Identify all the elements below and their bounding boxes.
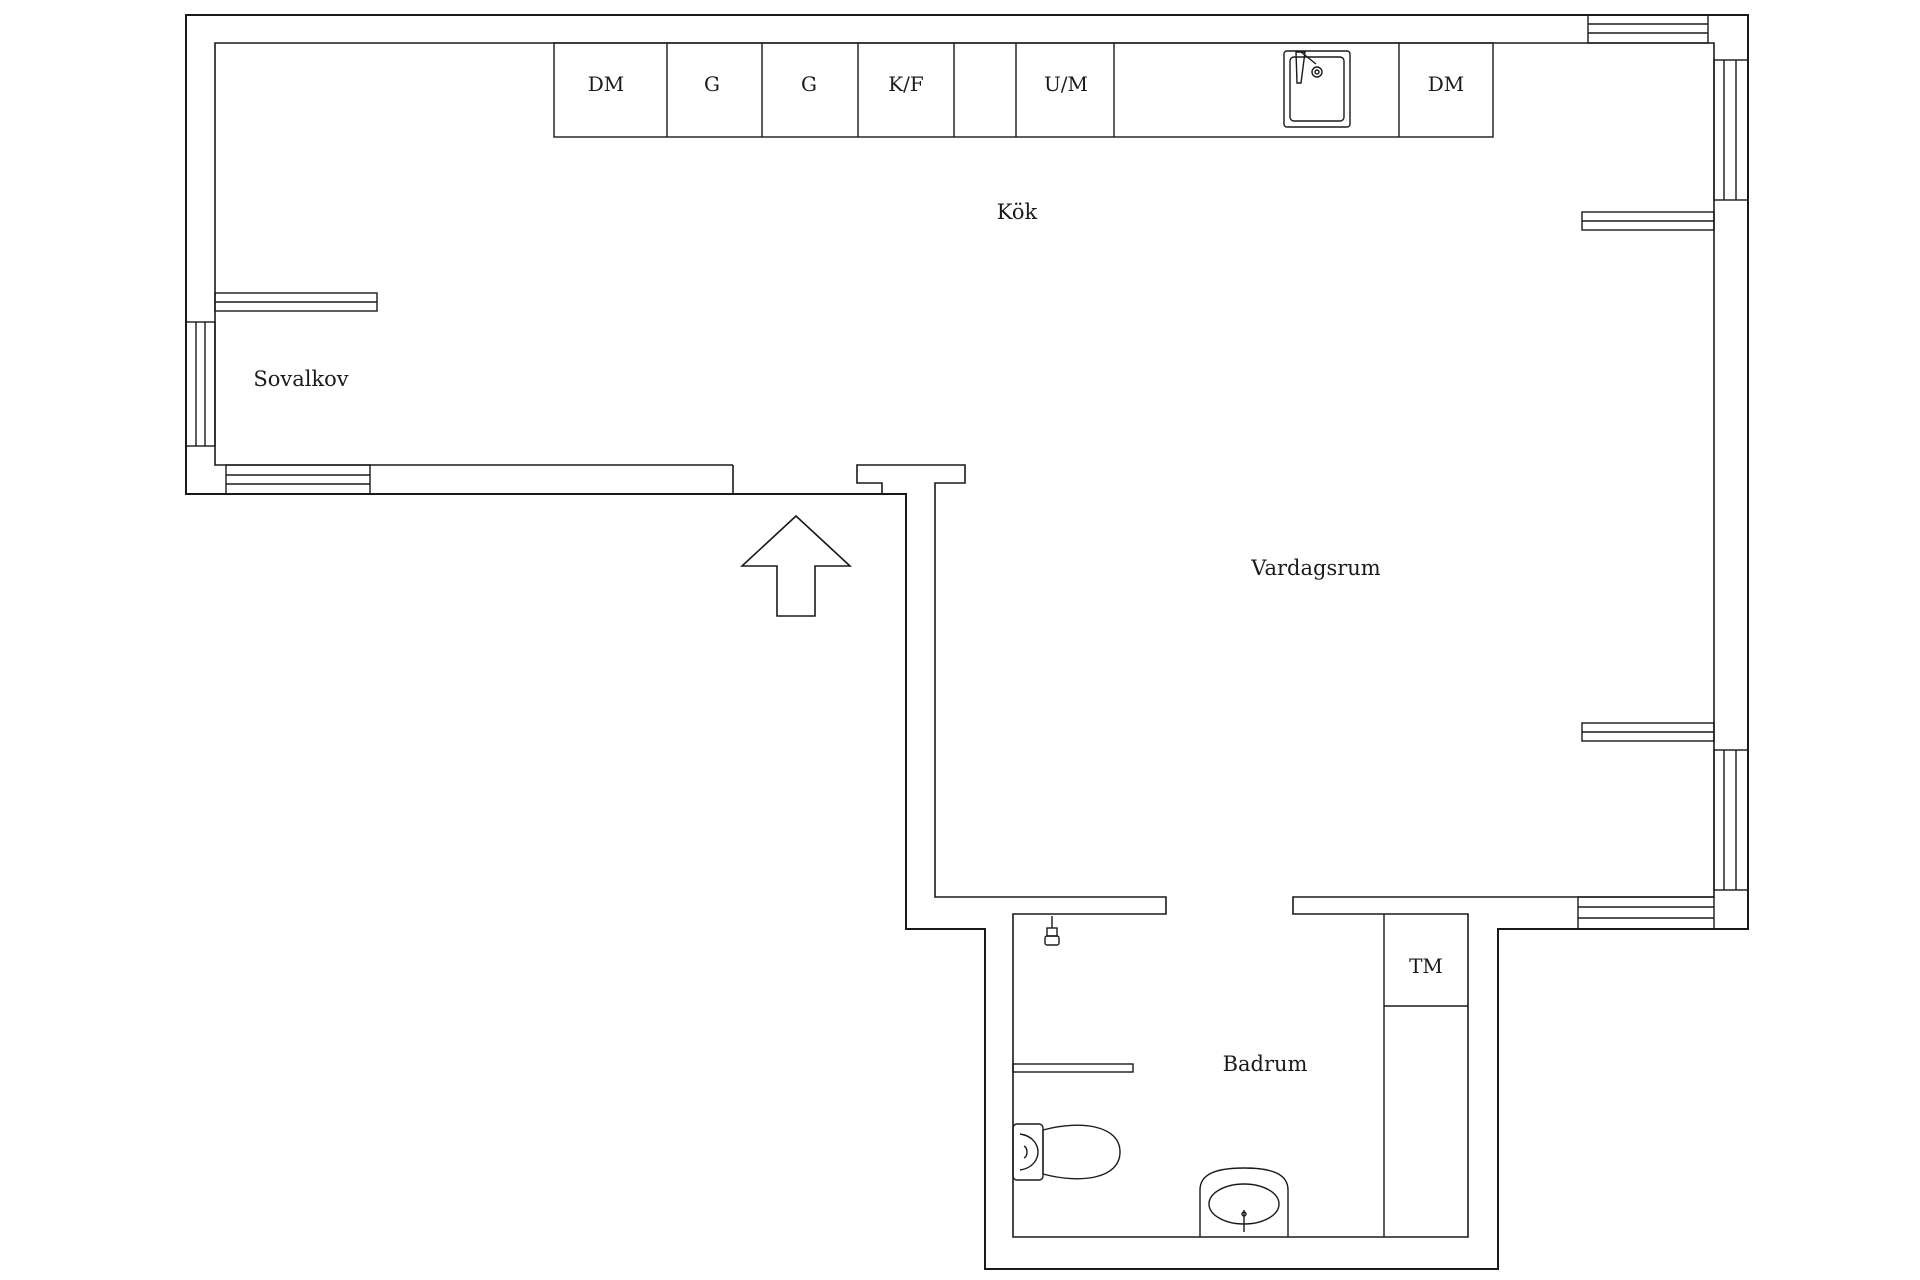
window-left [185,321,216,447]
kitchen-unit-drawers-1: G [704,72,720,96]
kitchen-sink-icon [1283,50,1351,128]
room-label-kitchen: Kök [997,200,1038,224]
window-bottom-left [225,464,371,495]
kitchen-counter [553,42,1494,138]
toilet-icon [1012,1123,1121,1181]
inner-walls [214,42,1715,1238]
inner-wall-main-left [214,42,1715,1238]
outer-wall-line [185,14,1749,1270]
kitchen-unit-labels: DM G G K/F U/M DM TM [588,72,1465,978]
room-label-bathroom: Badrum [1223,1052,1308,1076]
washing-machine-label: TM [1409,954,1443,978]
window-right-upper [1713,59,1749,201]
room-labels: Kök Sovalkov Vardagsrum Badrum [253,200,1380,1076]
kitchen-unit-oven-microwave: U/M [1044,72,1088,96]
windows [185,14,1749,930]
kitchen-unit-dishwasher-right: DM [1428,72,1465,96]
bathroom-storage [1383,914,1468,1237]
kitchen-unit-drawers-2: G [801,72,817,96]
shower-head-icon [1044,916,1060,946]
entrance-arrow-icon [739,514,853,617]
kitchen-unit-dishwasher-left: DM [588,72,625,96]
outer-walls [185,14,1749,1270]
window-bottom-right [1577,896,1715,930]
room-label-sleeping-alcove: Sovalkov [253,367,348,391]
washbasin-icon [1199,1167,1289,1237]
shower-partition [1012,1063,1134,1073]
kitchen-counter-outline [553,42,1494,138]
kitchen-unit-fridge-freezer: K/F [888,72,924,96]
shelves [214,211,1715,1073]
window-right-lower [1713,749,1749,891]
room-label-living-room: Vardagsrum [1250,556,1381,580]
window-top-right [1587,14,1709,44]
